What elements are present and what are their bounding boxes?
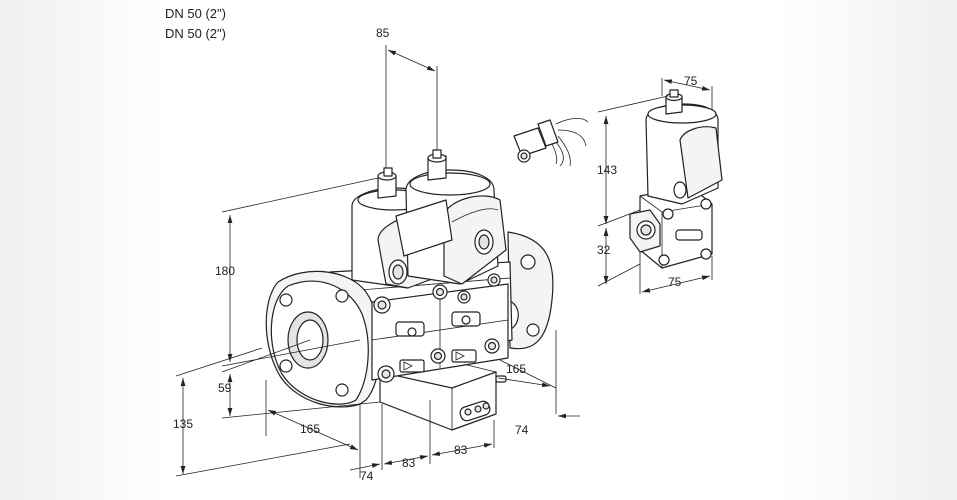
dim-75-bottom: 75 xyxy=(668,275,682,289)
dim-85: 85 xyxy=(376,26,390,40)
dim-180: 180 xyxy=(215,264,235,278)
dim-59: 59 xyxy=(218,381,232,395)
dim-83-b: 83 xyxy=(454,443,468,457)
dim-75-top: 75 xyxy=(684,74,698,88)
dim-74-right: 74 xyxy=(515,423,529,437)
main-valve-assembly xyxy=(265,149,554,431)
dimension-lines: 85 180 59 135 165 74 83 83 165 74 75 143… xyxy=(173,26,713,483)
dim-83-a: 83 xyxy=(402,456,416,470)
title-line-2: DN 50 (2") xyxy=(165,26,226,41)
dim-135: 135 xyxy=(173,417,193,431)
cable-connector xyxy=(513,118,589,167)
title-line-1: DN 50 (2") xyxy=(165,6,226,21)
dim-32: 32 xyxy=(597,243,611,257)
dim-165-right: 165 xyxy=(506,362,526,376)
dim-143: 143 xyxy=(597,163,617,177)
solenoid-right xyxy=(395,149,507,285)
left-flange xyxy=(265,270,381,408)
single-valve-view xyxy=(629,89,723,269)
screws xyxy=(373,273,501,383)
dim-74-bottom: 74 xyxy=(360,469,374,483)
dim-165-left: 165 xyxy=(300,422,320,436)
